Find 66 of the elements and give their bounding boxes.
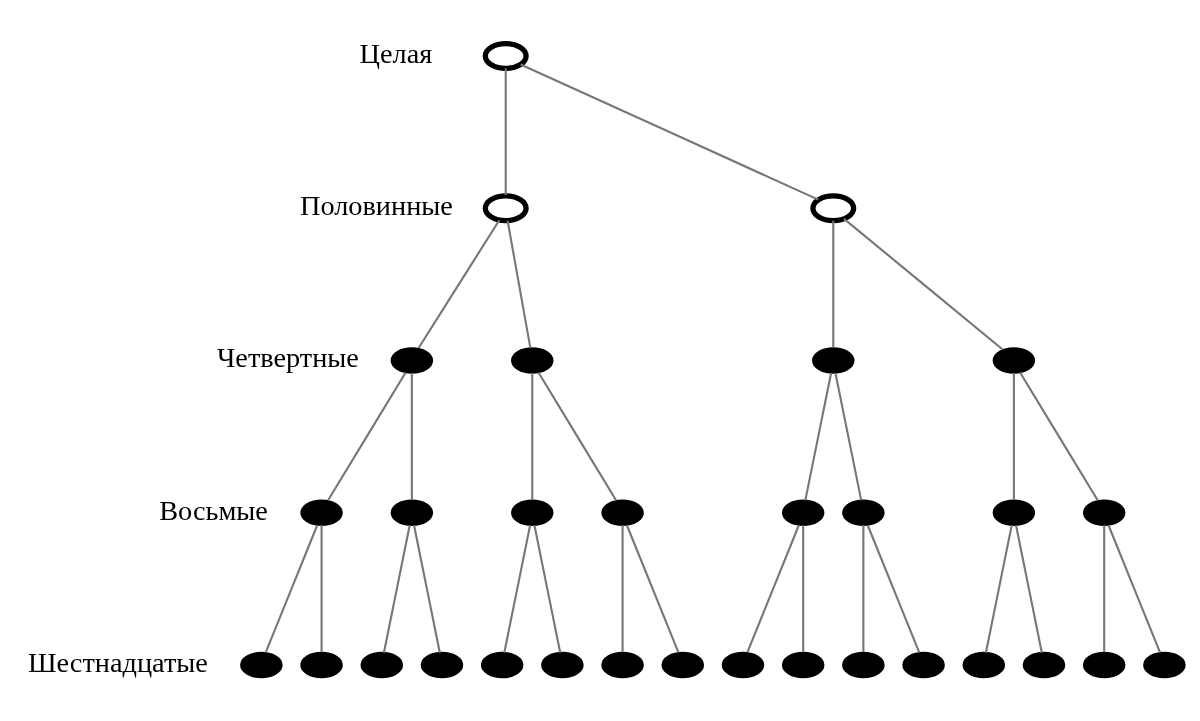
node-ellipse bbox=[992, 347, 1036, 374]
connector bbox=[506, 220, 532, 349]
node-ellipse bbox=[390, 499, 434, 527]
node-ellipse bbox=[812, 347, 855, 374]
node-ellipse bbox=[360, 651, 403, 679]
node-ellipse bbox=[962, 651, 1006, 679]
label: Половинные bbox=[299, 189, 453, 221]
label: Четвертные bbox=[216, 342, 359, 374]
connector bbox=[533, 525, 562, 653]
connector bbox=[327, 371, 407, 501]
connector bbox=[832, 220, 835, 348]
node-circle bbox=[482, 40, 529, 71]
connector bbox=[537, 371, 617, 501]
connector bbox=[866, 524, 921, 654]
connector bbox=[1103, 525, 1106, 652]
node-ellipse bbox=[842, 499, 885, 527]
node-ellipse bbox=[511, 499, 554, 527]
node-ellipse bbox=[721, 651, 765, 679]
connector bbox=[802, 525, 805, 652]
connector bbox=[1012, 372, 1015, 500]
node-ellipse bbox=[1082, 499, 1126, 527]
connector bbox=[834, 372, 863, 501]
connector bbox=[625, 524, 680, 654]
node-ellipse bbox=[661, 651, 705, 679]
node-circle bbox=[482, 193, 529, 224]
node-ellipse bbox=[541, 651, 584, 679]
connector bbox=[417, 219, 501, 349]
node-ellipse bbox=[601, 499, 644, 527]
node-ellipse bbox=[1082, 651, 1126, 679]
connector bbox=[843, 218, 1004, 351]
connector bbox=[746, 524, 800, 654]
connector bbox=[264, 524, 319, 654]
node-ellipse bbox=[842, 651, 885, 679]
label: Шестнадцатые bbox=[28, 646, 208, 678]
node-ellipse bbox=[511, 347, 554, 374]
connector bbox=[531, 372, 534, 500]
node-ellipse bbox=[1143, 651, 1186, 679]
label: Восьмые bbox=[159, 494, 268, 526]
connector bbox=[862, 525, 865, 652]
node-ellipse bbox=[390, 347, 434, 374]
node-ellipse bbox=[420, 651, 464, 679]
connector bbox=[503, 525, 532, 653]
connector bbox=[413, 525, 441, 653]
connector bbox=[1019, 371, 1099, 501]
node-ellipse bbox=[902, 651, 945, 679]
node-ellipse bbox=[1022, 651, 1066, 679]
connector bbox=[504, 68, 507, 196]
node-ellipse bbox=[781, 651, 825, 679]
node-ellipse bbox=[300, 651, 343, 679]
connector bbox=[984, 525, 1013, 653]
node-ellipse bbox=[992, 499, 1036, 527]
connector bbox=[1015, 525, 1043, 653]
connector bbox=[1107, 524, 1162, 654]
node-circle bbox=[810, 193, 857, 224]
node-ellipse bbox=[240, 651, 283, 679]
node-ellipse bbox=[601, 651, 644, 679]
connector bbox=[320, 525, 323, 652]
connector bbox=[804, 372, 833, 501]
node-ellipse bbox=[300, 499, 343, 527]
label: Целая bbox=[359, 37, 433, 69]
node-ellipse bbox=[480, 651, 524, 679]
connector bbox=[520, 63, 819, 201]
connector bbox=[621, 525, 624, 652]
connector bbox=[382, 525, 411, 653]
connector bbox=[410, 372, 413, 500]
node-ellipse bbox=[781, 499, 825, 527]
